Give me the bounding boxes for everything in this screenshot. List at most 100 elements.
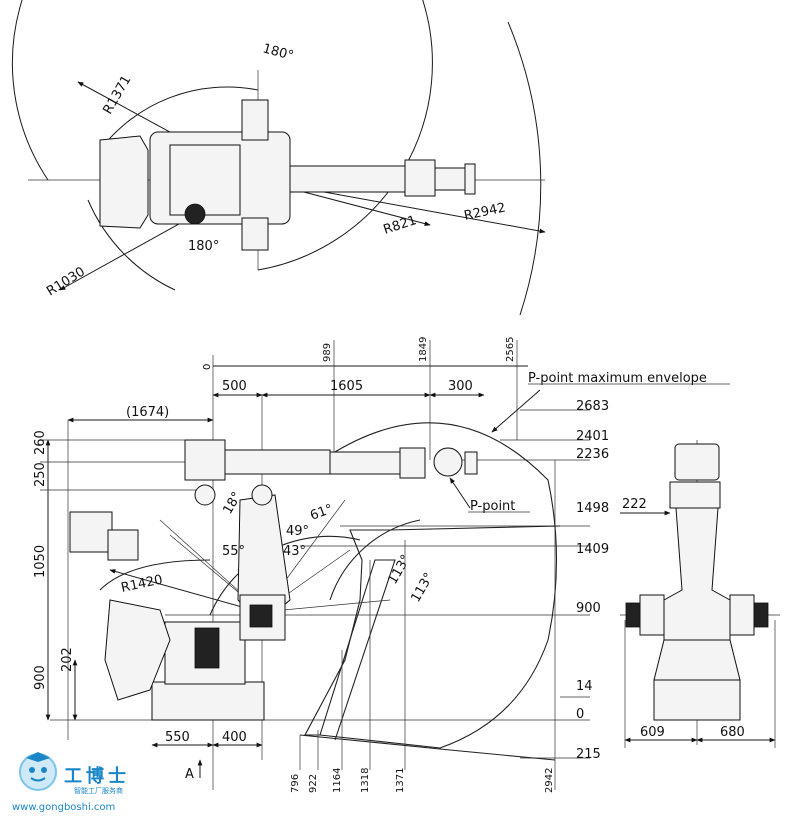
- label-300: 300: [448, 379, 473, 394]
- front-upper-arm: [669, 481, 721, 509]
- top-gear: [184, 203, 206, 225]
- label-680: 680: [720, 725, 745, 740]
- label-250: 250: [33, 462, 48, 487]
- label-215: 215: [576, 747, 601, 762]
- label-r1420: R1420: [120, 572, 164, 595]
- top-motor-upper: [241, 99, 269, 141]
- label-900-right: 900: [576, 601, 601, 616]
- label-0: 0: [576, 707, 584, 722]
- side-forearm: [329, 451, 401, 475]
- envelope-leader: [491, 389, 541, 433]
- label-1050: 1050: [33, 545, 48, 578]
- top-view: 180° 180° R1371 R1030 R821 R2942: [11, 0, 546, 316]
- front-wrist-housing: [674, 443, 720, 481]
- label-609: 609: [640, 725, 665, 740]
- label-1318: 1318: [360, 768, 371, 793]
- top-motor-lower: [241, 217, 269, 251]
- watermark-url: www.gongboshi.com: [12, 802, 116, 813]
- top-tail-arc: [87, 199, 176, 291]
- front-left-cap: [625, 602, 641, 628]
- top-r1030-label: R1030: [44, 264, 88, 299]
- label-989: 989: [322, 343, 333, 362]
- side-shoulder-motor: [249, 604, 273, 628]
- label-900-left: 900: [33, 665, 48, 690]
- label-1849: 1849: [418, 337, 429, 362]
- top-inner-arc: [99, 86, 259, 151]
- top-flange: [464, 163, 476, 195]
- label-1409: 1409: [576, 542, 609, 557]
- label-2401: 2401: [576, 429, 609, 444]
- label-2565: 2565: [505, 337, 516, 362]
- label-1498: 1498: [576, 501, 609, 516]
- top-max-reach-arc: [507, 21, 542, 316]
- top-r821-label: R821: [382, 213, 419, 238]
- top-angle-upper: 180°: [261, 41, 295, 64]
- label-260: 260: [33, 430, 48, 455]
- label-angle-61: 61°: [308, 502, 335, 524]
- watermark-subtitle: 智能工厂服务商: [74, 787, 123, 795]
- label-550: 550: [165, 730, 190, 745]
- label-1674: (1674): [126, 405, 169, 420]
- r1420-arc: [99, 559, 211, 591]
- label-p-point: P-point: [470, 499, 515, 514]
- front-view: 222 609 680: [620, 440, 780, 748]
- side-upper-arm-rear: [184, 439, 226, 481]
- side-motor: [194, 627, 220, 669]
- label-2942: 2942: [544, 768, 555, 793]
- top-wrist-joint: [404, 159, 436, 197]
- label-p-point-envelope: P-point maximum envelope: [528, 371, 707, 386]
- top-r2942-label: R2942: [463, 200, 507, 223]
- top-angle-lower: 180°: [188, 239, 219, 254]
- top-wrist: [434, 167, 466, 191]
- watermark-name: 工博士: [64, 766, 130, 787]
- label-922: 922: [308, 774, 319, 793]
- side-shoulder-housing: [239, 594, 286, 641]
- label-500: 500: [222, 379, 247, 394]
- label-202: 202: [60, 647, 75, 672]
- label-796: 796: [290, 774, 301, 793]
- label-222: 222: [622, 497, 647, 512]
- label-view-a: A: [185, 767, 194, 782]
- label-2683: 2683: [576, 399, 609, 414]
- label-14: 14: [576, 679, 593, 694]
- side-joint-right: [251, 484, 273, 506]
- label-2236: 2236: [576, 447, 609, 462]
- front-right-cap: [753, 602, 769, 628]
- front-left-motor: [639, 594, 665, 636]
- side-joint-left: [194, 484, 216, 506]
- folded-joint: [107, 529, 139, 561]
- label-1164: 1164: [332, 768, 343, 793]
- mascot-icon: [19, 752, 57, 791]
- label-angle-43: 43°: [283, 544, 306, 559]
- envelope-inner-arc: [329, 519, 421, 601]
- label-1371: 1371: [395, 768, 406, 793]
- side-flange: [464, 451, 478, 475]
- label-400: 400: [222, 730, 247, 745]
- front-lower-arm: [663, 507, 731, 641]
- label-angle-49: 49°: [286, 524, 309, 539]
- p-point-envelope: [304, 422, 561, 749]
- side-wrist: [433, 447, 463, 477]
- side-wrist-joint: [399, 447, 426, 479]
- folded-arm: [104, 599, 171, 701]
- side-upper-arm: [224, 449, 331, 475]
- top-arm: [289, 165, 406, 193]
- top-turret: [169, 144, 241, 216]
- label-angle-113a: 113°: [385, 552, 414, 587]
- envelope-bottom: [299, 734, 556, 761]
- envelope-inner-wedge: [319, 559, 396, 741]
- folded-wrist: [69, 511, 113, 553]
- label-angle-113b: 113°: [408, 570, 437, 605]
- side-base: [151, 681, 265, 721]
- label-1605: 1605: [330, 379, 363, 394]
- label-datum-0: 0: [202, 364, 213, 370]
- front-turret: [653, 639, 741, 681]
- top-counterweight: [99, 135, 149, 229]
- side-view: 0 989 1849 2565 500 1605 300 (1674) 2683…: [33, 337, 730, 793]
- front-right-motor: [729, 594, 755, 636]
- p-point-leader: [449, 477, 471, 509]
- front-base: [653, 679, 741, 721]
- label-angle-55: 55°: [222, 544, 245, 559]
- r1420-leader: [109, 569, 261, 613]
